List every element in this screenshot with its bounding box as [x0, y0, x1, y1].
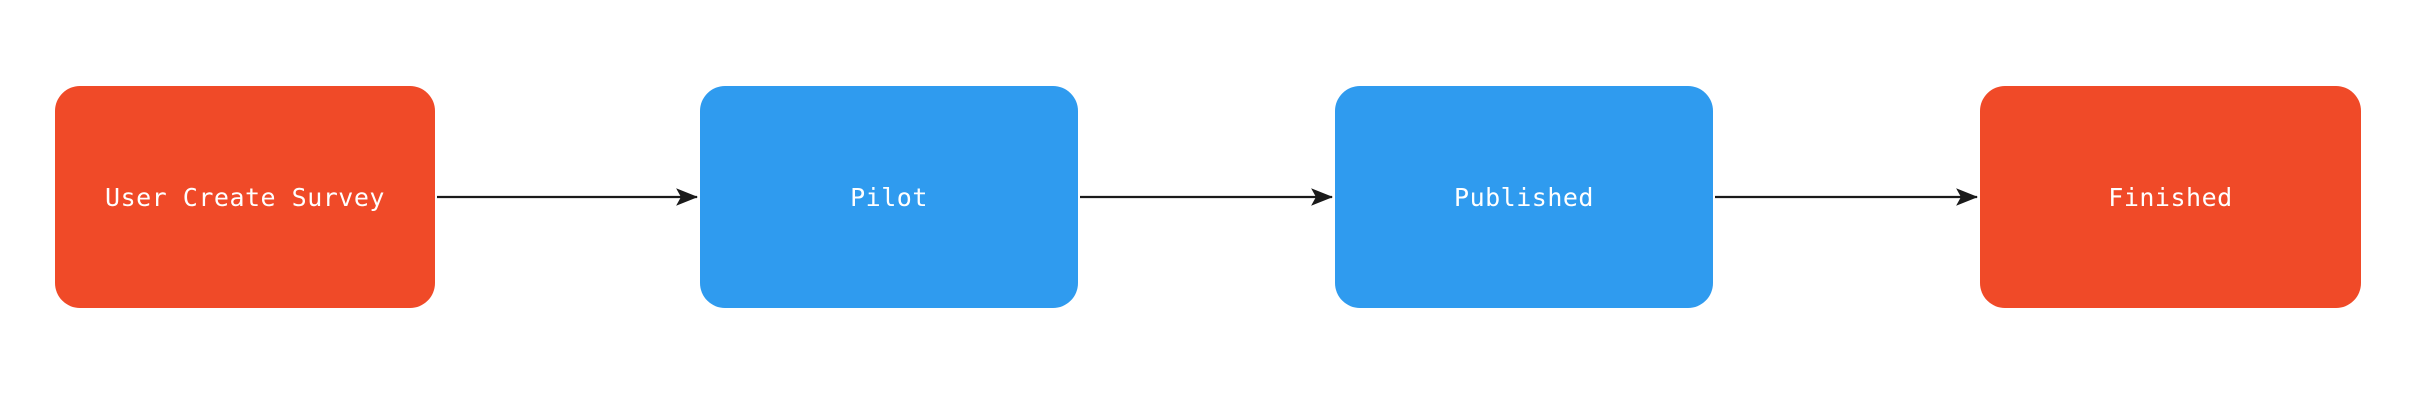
node-pilot[interactable]: Pilot — [700, 86, 1078, 308]
node-label: Published — [1454, 182, 1594, 212]
node-label: User Create Survey — [105, 182, 385, 212]
node-label: Pilot — [850, 182, 928, 212]
node-finished[interactable]: Finished — [1980, 86, 2361, 308]
node-label: Finished — [2108, 182, 2233, 212]
node-published[interactable]: Published — [1335, 86, 1713, 308]
node-user-create-survey[interactable]: User Create Survey — [55, 86, 435, 308]
